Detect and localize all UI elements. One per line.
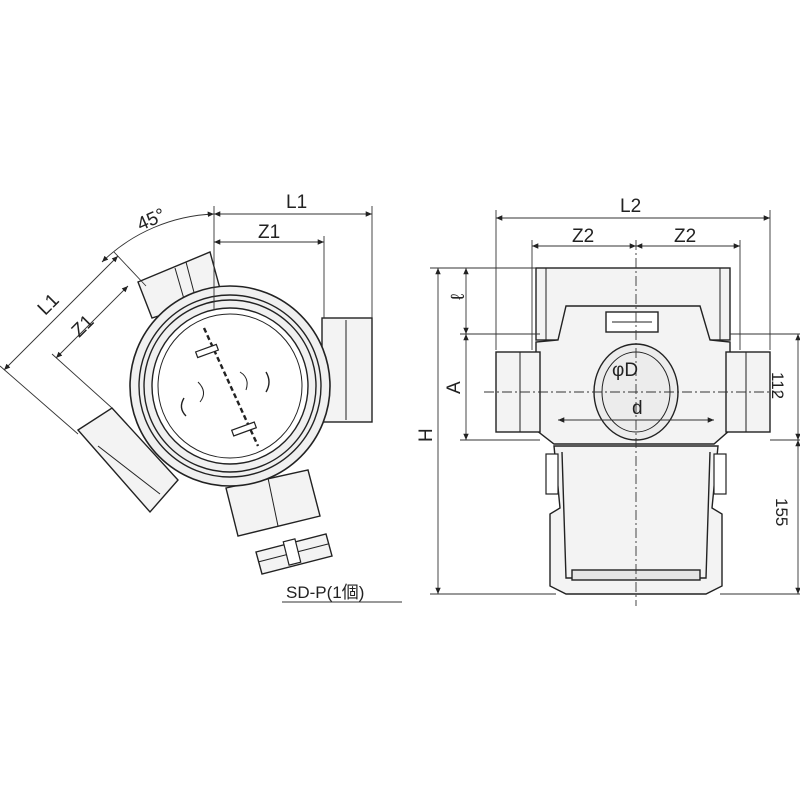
dim-L1-diag — [0, 251, 147, 435]
label-phiD: φD — [612, 360, 638, 381]
dim-A — [460, 334, 540, 441]
label-L1-top: L1 — [286, 192, 307, 213]
dim-Z1-top — [214, 236, 325, 318]
dim-ell — [460, 268, 540, 335]
side-view — [430, 210, 800, 606]
label-Z2-right: Z2 — [674, 226, 696, 247]
socket-right — [321, 317, 373, 423]
label-d: d — [632, 398, 643, 419]
label-part-caption: SD-P(1個) — [286, 583, 364, 602]
socket-lower-left — [76, 407, 179, 514]
label-112: 112 — [768, 372, 787, 399]
label-A: A — [444, 381, 465, 394]
dim-L1-top — [213, 206, 373, 318]
label-angle: 45° — [134, 205, 169, 236]
dim-angle — [101, 211, 215, 263]
cover-details — [180, 327, 270, 447]
socket-bottom — [225, 469, 321, 537]
label-155: 155 — [772, 498, 791, 526]
plan-view — [0, 206, 402, 603]
dim-H — [430, 267, 556, 595]
label-Z2-left: Z2 — [572, 226, 594, 247]
dim-L2 — [495, 210, 771, 350]
dim-155 — [720, 440, 800, 595]
label-Z1-top: Z1 — [258, 222, 280, 243]
body-circles — [129, 285, 331, 487]
dim-Z1-diag — [51, 285, 129, 409]
label-ell: ℓ — [448, 294, 469, 300]
label-H: H — [416, 428, 437, 442]
dim-112 — [730, 333, 800, 441]
dim-Z2 — [531, 240, 741, 350]
label-Z1-diag: Z1 — [68, 311, 99, 342]
sd-p-part — [255, 533, 333, 575]
label-L2: L2 — [620, 196, 641, 217]
